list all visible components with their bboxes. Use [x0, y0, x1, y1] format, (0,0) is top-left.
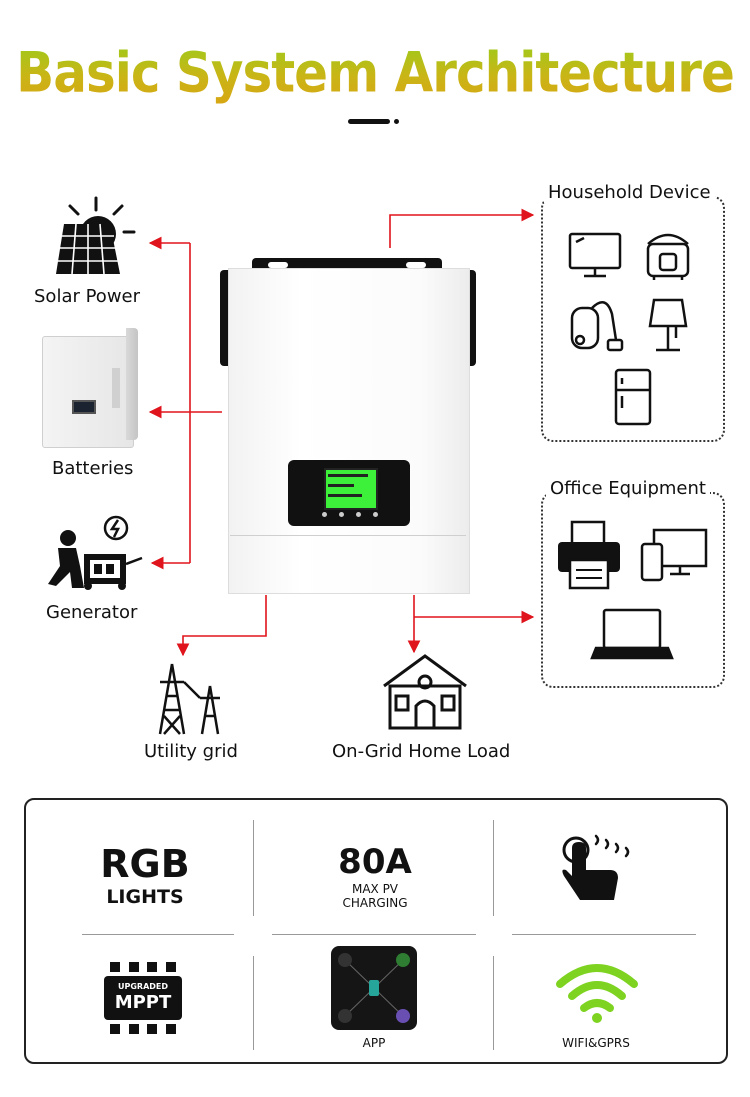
generator-icon [48, 515, 143, 590]
inverter [220, 248, 476, 594]
batteries-label: Batteries [52, 458, 134, 479]
house-icon [383, 654, 467, 730]
divider-v3 [253, 956, 254, 1050]
pv-subtitle-1: MAX PV [351, 882, 399, 896]
divider-v1 [253, 820, 254, 916]
wifi-label: WIFI&GPRS [562, 1036, 630, 1050]
solar-panel-icon [56, 196, 136, 275]
devices-icon [640, 528, 708, 582]
rgb-subtitle: LIGHTS [106, 886, 184, 908]
pv-title: 80A [338, 842, 412, 882]
vacuum-icon [570, 301, 624, 352]
lamp-icon [648, 298, 688, 352]
mppt-label-1: UPGRADED [117, 982, 169, 991]
mppt-label-2: MPPT [114, 992, 172, 1013]
app-label: APP [362, 1036, 386, 1050]
page-title: Basic System Architecture [0, 41, 750, 105]
laptop-icon [590, 608, 674, 660]
pv-subtitle-2: CHARGING [342, 896, 408, 910]
fridge-icon [614, 368, 652, 426]
generator-label: Generator [46, 602, 138, 623]
arrow-to-utility [176, 595, 267, 657]
inverter-control-panel [288, 460, 410, 526]
touch-hand-icon [562, 834, 630, 900]
arrow-to-household [389, 208, 535, 248]
utility-tower-icon [158, 663, 220, 735]
household-icons [568, 232, 690, 426]
solar-label: Solar Power [34, 286, 141, 307]
divider-v4 [493, 956, 494, 1050]
divider-h2 [272, 934, 476, 935]
home-load-label: On-Grid Home Load [332, 741, 511, 762]
rgb-title: RGB [100, 842, 190, 886]
printer-icon [558, 520, 620, 590]
title-dot [394, 119, 399, 124]
monitor-icon [568, 232, 622, 278]
divider-h3 [512, 934, 696, 935]
inverter-buttons [322, 512, 378, 518]
divider-v2 [493, 820, 494, 916]
office-icons [558, 520, 708, 660]
rice-cooker-icon [646, 233, 690, 280]
household-device-title: Household Device [544, 182, 715, 203]
app-screen-icon [331, 946, 417, 1030]
office-equipment-title: Office Equipment [546, 478, 710, 499]
battery-display [72, 400, 96, 414]
features-panel [24, 798, 728, 1064]
divider-h1 [82, 934, 234, 935]
wifi-icon [556, 964, 638, 1023]
utility-grid-label: Utility grid [144, 741, 238, 762]
title-underline [348, 119, 390, 124]
battery-cabinet [42, 328, 138, 448]
inverter-body [228, 268, 470, 594]
mppt-chip-icon: UPGRADED MPPT [104, 962, 182, 1038]
